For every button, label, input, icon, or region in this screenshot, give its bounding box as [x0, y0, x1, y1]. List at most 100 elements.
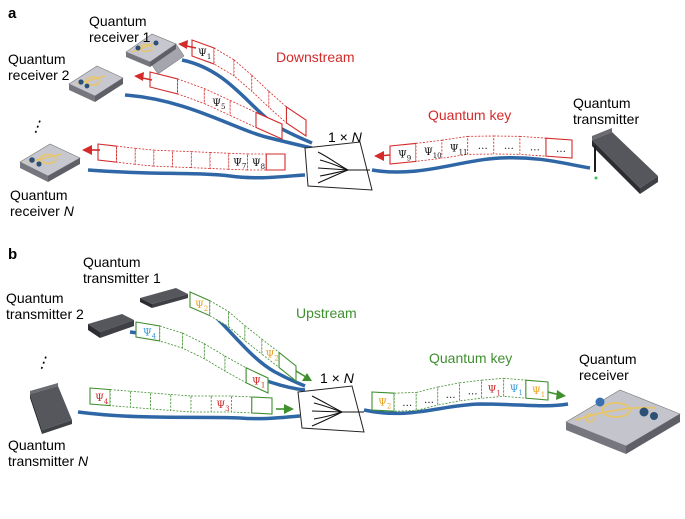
packet-cell — [285, 105, 307, 138]
quantum-key-label-b: Quantum key — [429, 350, 512, 366]
psi-state-label: Ψ5 — [212, 98, 225, 111]
packet-cell — [177, 78, 205, 105]
packet-cell — [278, 351, 297, 383]
transmitter-device-a — [592, 128, 658, 194]
packet-cell — [545, 137, 573, 159]
psi-state-label: … — [504, 141, 514, 152]
arrow-from-transmitter-1 — [295, 370, 312, 381]
receiver-b-device — [565, 389, 681, 454]
quantum-key-stream-a: Ψ9Ψ10Ψ11………… — [389, 135, 573, 165]
psi-state-label: Ψ8 — [252, 158, 265, 171]
packet-cell — [228, 310, 246, 342]
psi-state-label: Ψ3 — [216, 400, 229, 413]
psi-state-label: Ψ2 — [195, 300, 208, 313]
receiver-n-device — [19, 143, 81, 182]
packet-cell — [182, 332, 205, 360]
packet-cell — [255, 111, 283, 140]
arrow-to-receiver-1 — [178, 40, 197, 49]
psi-state-label: Ψ1 — [532, 386, 545, 399]
receiver-1-device — [125, 33, 185, 75]
packet-cell — [190, 151, 211, 169]
receiver-1-label-line2: receiver 1 — [89, 29, 151, 45]
psi-state-label: … — [556, 144, 566, 155]
arrow-key-to-splitter-a — [374, 151, 391, 161]
splitter-b — [297, 385, 365, 433]
packet-cell — [213, 47, 235, 77]
upstream-label: Upstream — [296, 305, 357, 321]
packet-cell — [251, 396, 273, 415]
packet-cell — [134, 147, 155, 167]
fiber-transmitter-trunk — [371, 155, 591, 174]
receiver-b-label-line2: receiver — [579, 367, 629, 383]
packet-cell — [159, 325, 184, 349]
receiver-2-device — [68, 65, 124, 102]
packet-cell — [170, 394, 192, 413]
receivers-ellipsis-a: ⋮ — [27, 116, 48, 137]
transmitters-ellipsis-b: ⋮ — [33, 352, 54, 373]
packet-cell — [247, 153, 267, 171]
packet-cell — [233, 58, 253, 93]
transmitter-a-label-line2: transmitter — [573, 111, 639, 127]
transmitter-n-label-line1: Quantum — [8, 437, 66, 453]
psi-state-label: … — [478, 141, 488, 152]
transmitter-1-device — [140, 288, 188, 308]
transmitter-2-label-line1: Quantum — [6, 290, 64, 306]
packet-cell — [231, 395, 253, 414]
arrow-from-transmitter-n — [276, 404, 294, 414]
arrow-key-to-receiver-b — [547, 390, 566, 400]
packet-cell — [149, 71, 179, 95]
packet-cell — [150, 392, 172, 411]
packet-cell — [116, 145, 136, 165]
downstream-label: Downstream — [276, 49, 355, 65]
packet-cell — [251, 74, 270, 109]
splitter-a — [304, 141, 373, 191]
panel-a-tag: a — [8, 5, 17, 22]
psi-state-label: Ψ2 — [378, 398, 391, 411]
packet-cell — [153, 149, 174, 168]
receiver-n-label-line2: receiver N — [10, 203, 75, 219]
packet-cell — [525, 379, 549, 401]
packet-stream-to-receiver-2: Ψ5 — [149, 71, 283, 140]
psi-state-label: … — [402, 398, 412, 409]
packet-cell — [190, 395, 212, 413]
psi-state-label: Ψ4 — [143, 327, 157, 340]
splitter-a-label: 1 × N — [328, 129, 363, 145]
psi-state-label: … — [424, 395, 434, 406]
receiver-2-label-line1: Quantum — [8, 51, 66, 67]
psi-state-label: … — [446, 390, 456, 401]
psi-state-label: Ψ11 — [450, 143, 468, 156]
packet-cell — [97, 143, 118, 163]
transmitter-2-label-line2: transmitter 2 — [6, 306, 84, 322]
packet-cell — [493, 135, 521, 155]
receiver-1-label-line1: Quantum — [89, 13, 147, 29]
transmitter-1-label-line2: transmitter 1 — [83, 270, 161, 286]
receiver-n-label-line1: Quantum — [10, 187, 68, 203]
fiber-transmitter-n — [77, 410, 301, 421]
packet-cell — [209, 152, 230, 170]
transmitter-2-device — [88, 314, 134, 338]
psi-state-label: Ψ1 — [198, 48, 211, 61]
packet-cell — [467, 135, 495, 155]
fiber-receiver-trunk — [363, 402, 569, 416]
arrow-to-receiver-2 — [134, 72, 153, 81]
packet-cell — [415, 139, 443, 162]
packet-cell — [268, 90, 287, 124]
transmitter-1-label-line1: Quantum — [83, 254, 141, 270]
transmitter-n-label-line2: transmitter N — [8, 453, 89, 469]
psi-state-label: Ψ1 — [252, 376, 265, 389]
psi-state-label: … — [530, 142, 540, 153]
packet-cell — [203, 342, 226, 372]
psi-state-label: … — [468, 387, 478, 398]
packet-stream-to-receiver-1: Ψ1 — [191, 39, 307, 138]
transmitter-a-label-line1: Quantum — [573, 95, 631, 111]
packet-cell — [265, 153, 286, 171]
panel-b-tag: b — [8, 246, 17, 263]
receiver-2-label-line2: receiver 2 — [8, 67, 70, 83]
